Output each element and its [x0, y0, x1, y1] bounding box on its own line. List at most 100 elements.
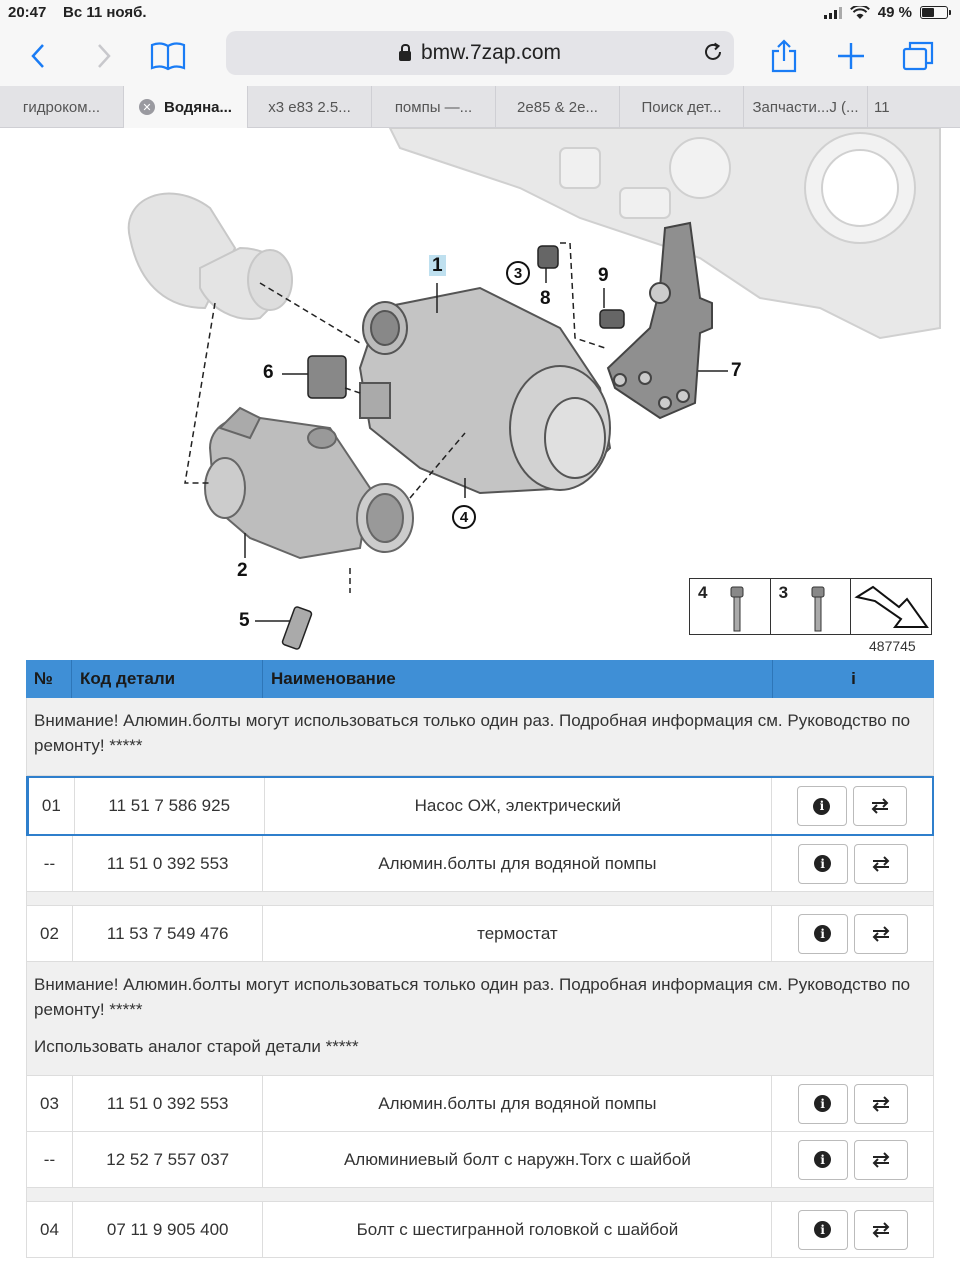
forward-button[interactable] — [82, 34, 126, 78]
analogs-button[interactable] — [853, 843, 908, 884]
legend-cell-3: 3 — [771, 579, 852, 634]
tab-7[interactable]: 11 — [868, 86, 932, 128]
tab-bar: гидроком... ✕ Водяна... x3 e83 2.5... пом… — [0, 86, 960, 128]
warning-note: Внимание! Алюмин.болты могут использоват… — [26, 962, 934, 1076]
tabs-overview-button[interactable] — [896, 34, 940, 78]
info-button[interactable]: i — [797, 913, 848, 954]
info-icon: i — [814, 855, 832, 872]
info-button[interactable]: i — [797, 843, 848, 884]
tab-label: помпы —... — [394, 98, 473, 116]
swap-arrows-icon — [872, 1221, 890, 1238]
warning-note: Внимание! Алюмин.болты могут использоват… — [26, 698, 934, 776]
diagram-drawing — [127, 128, 941, 650]
info-icon: i — [813, 797, 831, 815]
chevron-left-icon — [31, 44, 44, 68]
callout-label: 1 — [429, 255, 446, 276]
analogs-button[interactable] — [853, 1083, 908, 1124]
bookmarks-button[interactable] — [146, 34, 190, 78]
url-bar[interactable]: bmw.7zap.com — [226, 31, 734, 75]
row-actions: i — [772, 906, 933, 961]
table-row[interactable]: 01 11 51 7 586 925 Насос ОЖ, электрическ… — [26, 776, 934, 836]
table-row[interactable]: -- 11 51 0 392 553 Алюмин.болты для водя… — [26, 836, 934, 892]
row-num: 01 — [29, 778, 75, 834]
tab-label: гидроком... — [22, 98, 101, 116]
note-text: Использовать аналог старой детали ***** — [34, 1037, 359, 1056]
note-text: Внимание! Алюмин.болты могут использоват… — [34, 711, 911, 755]
share-icon — [771, 39, 797, 73]
battery-icon — [920, 6, 951, 19]
analogs-button[interactable] — [853, 1209, 908, 1250]
row-code: 12 52 7 557 037 — [73, 1132, 264, 1187]
battery-percent: 49 % — [877, 4, 912, 21]
legend-cell-arrow — [851, 579, 931, 634]
back-button[interactable] — [16, 34, 60, 78]
tab-1-active[interactable]: ✕ Водяна... — [124, 86, 248, 128]
water-pump-shape — [358, 286, 612, 495]
callout-7[interactable]: 7 — [731, 360, 742, 381]
analogs-button[interactable] — [852, 786, 907, 826]
tab-2[interactable]: x3 e83 2.5... — [248, 86, 372, 128]
bolt-legend: 4 3 — [689, 578, 932, 635]
browser-toolbar: bmw.7zap.com — [0, 26, 960, 86]
analogs-button[interactable] — [853, 913, 908, 954]
share-button[interactable] — [762, 34, 806, 78]
info-icon: i — [814, 1095, 832, 1112]
legend-cell-4: 4 — [690, 579, 771, 634]
reload-icon[interactable] — [702, 41, 724, 63]
bolt-icon — [811, 586, 825, 632]
callout-8[interactable]: 8 — [540, 288, 551, 309]
tab-0[interactable]: гидроком... — [0, 86, 124, 128]
legend-number: 4 — [698, 583, 708, 602]
cellular-signal-icon — [823, 6, 842, 19]
close-tab-icon[interactable]: ✕ — [139, 99, 155, 115]
callout-9[interactable]: 9 — [598, 265, 609, 286]
analogs-button[interactable] — [853, 1139, 908, 1180]
plus-icon — [838, 43, 864, 69]
table-row[interactable]: 04 07 11 9 905 400 Болт с шестигранной г… — [26, 1202, 934, 1258]
info-button[interactable]: i — [797, 1083, 848, 1124]
row-actions: i — [772, 836, 933, 891]
small-parts-shape — [281, 245, 625, 650]
table-row[interactable]: 02 11 53 7 549 476 термостат i — [26, 906, 934, 962]
table-row[interactable]: 03 11 51 0 392 553 Алюмин.болты для водя… — [26, 1076, 934, 1132]
info-button[interactable]: i — [797, 1209, 848, 1250]
table-row[interactable]: -- 12 52 7 557 037 Алюминиевый болт с на… — [26, 1132, 934, 1188]
callout-4[interactable]: 4 — [452, 505, 476, 529]
callout-5[interactable]: 5 — [239, 610, 250, 631]
row-code: 07 11 9 905 400 — [73, 1202, 264, 1257]
note-text: Внимание! Алюмин.болты могут использоват… — [34, 975, 911, 1019]
swap-arrows-icon — [872, 1151, 890, 1168]
tab-label: Поиск дет... — [641, 98, 722, 116]
row-name: Алюмин.болты для водяной помпы — [263, 1076, 773, 1131]
callout-3[interactable]: 3 — [506, 261, 530, 285]
row-code: 11 51 0 392 553 — [73, 836, 264, 891]
swap-arrows-icon — [871, 798, 889, 814]
info-icon: i — [814, 1151, 832, 1168]
header-code: Код детали — [72, 660, 263, 698]
tab-label: Запчасти...Ј (... — [752, 98, 859, 116]
dashed-lines — [184, 242, 606, 593]
info-button[interactable]: i — [796, 786, 847, 826]
book-icon — [150, 42, 186, 71]
tab-label: 11 — [874, 98, 890, 116]
row-num: 04 — [27, 1202, 73, 1257]
header-num: № — [26, 660, 72, 698]
tab-6[interactable]: Запчасти...Ј (... — [744, 86, 868, 128]
callout-2[interactable]: 2 — [237, 560, 248, 581]
tab-5[interactable]: Поиск дет... — [620, 86, 744, 128]
diagram-id: 487745 — [869, 638, 916, 654]
swap-arrows-icon — [872, 855, 890, 872]
row-name: термостат — [263, 906, 773, 961]
info-icon: i — [814, 1221, 832, 1238]
callout-6[interactable]: 6 — [263, 362, 274, 383]
row-name: Болт с шестигранной головкой с шайбой — [263, 1202, 773, 1257]
callout-1[interactable]: 1 — [429, 255, 446, 277]
tab-3[interactable]: помпы —... — [372, 86, 496, 128]
tab-4[interactable]: 2e85 & 2e... — [496, 86, 620, 128]
row-num: 03 — [27, 1076, 73, 1131]
info-button[interactable]: i — [797, 1139, 848, 1180]
thermostat-housing-shape — [204, 406, 414, 560]
parts-diagram: 1 2 3 4 5 6 7 8 9 4 3 487745 — [0, 128, 960, 658]
new-tab-button[interactable] — [829, 34, 873, 78]
tab-label: Водяна... — [164, 98, 232, 116]
